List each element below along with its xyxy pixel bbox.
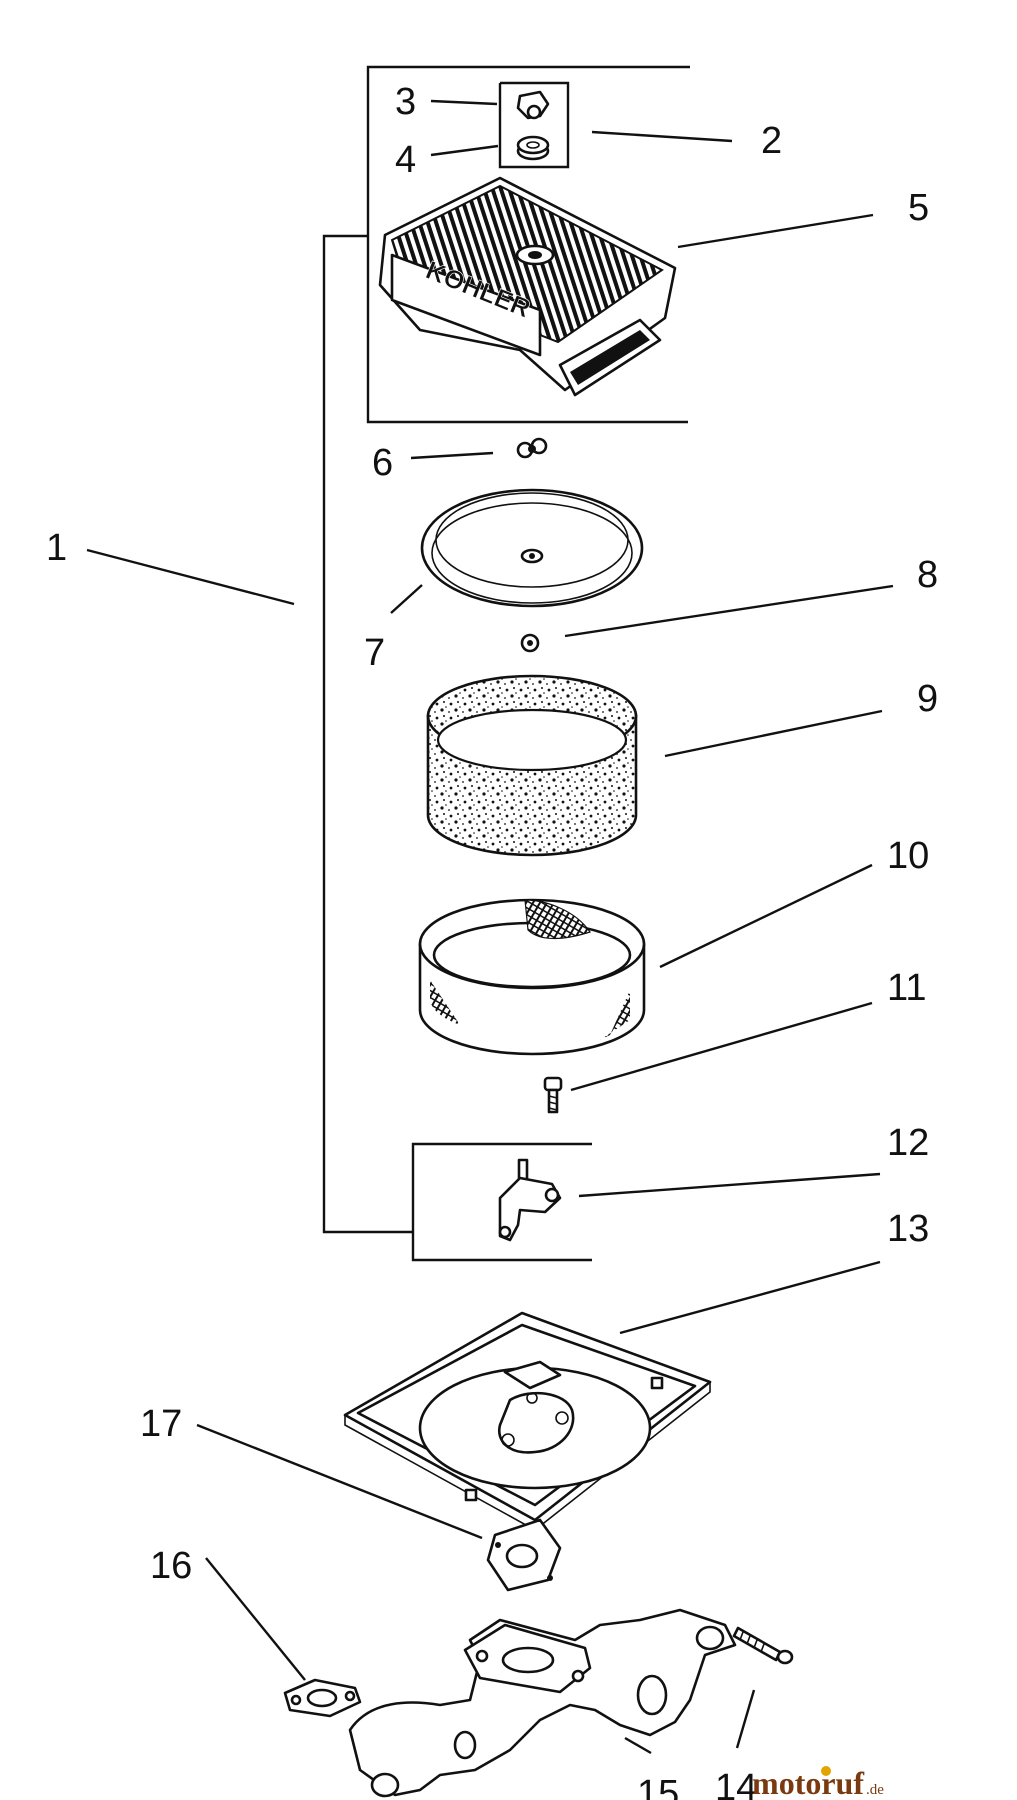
manifold-part: [348, 1608, 737, 1798]
callout-3: 3: [395, 81, 416, 123]
gasket-part: [486, 1518, 562, 1592]
callout-8: 8: [917, 554, 938, 596]
callout-9: 9: [917, 678, 938, 720]
base-plate-part: [343, 1311, 712, 1531]
nut-part: [520, 633, 540, 653]
precleaner-part: [426, 674, 638, 857]
callout-12: 12: [887, 1122, 929, 1164]
mounting-bracket-part: [498, 1158, 562, 1242]
callout-17: 17: [140, 1403, 182, 1445]
callout-11: 11: [887, 967, 926, 1009]
callout-6: 6: [372, 442, 393, 484]
callout-13: 13: [887, 1208, 929, 1250]
watermark-suffix: .de: [866, 1782, 884, 1798]
callout-10: 10: [887, 835, 929, 877]
callout-5: 5: [908, 187, 929, 229]
air-cleaner-cover-part: KOHLER: [378, 176, 677, 397]
watermark-dot-icon: [821, 1766, 831, 1776]
callout-16: 16: [150, 1545, 192, 1587]
callout-numbers: 1 2 3 4 5 6 7 8 9 10 11 12 13 14 15 16 1…: [46, 81, 938, 1800]
seal-part: [516, 135, 550, 161]
callout-15: 15: [637, 1773, 679, 1800]
callout-1: 1: [46, 527, 67, 569]
watermark-logo: motoruf .de: [752, 1765, 884, 1800]
callout-4: 4: [395, 139, 416, 181]
screw-part: [732, 1626, 794, 1665]
knob-part: [516, 90, 550, 120]
watermark-main: motoruf: [752, 1765, 864, 1800]
bolt-part: [543, 1076, 563, 1114]
flange-gasket-part: [283, 1678, 362, 1718]
air-filter-element-part: [418, 898, 646, 1056]
element-cover-part: [420, 488, 644, 608]
assembly-bracket: [322, 65, 690, 1262]
wing-nut-part: [516, 437, 548, 459]
callout-7: 7: [364, 632, 385, 674]
callout-2: 2: [761, 120, 782, 162]
leader-lines: [86, 99, 894, 1755]
callout-14: 14: [715, 1767, 757, 1800]
